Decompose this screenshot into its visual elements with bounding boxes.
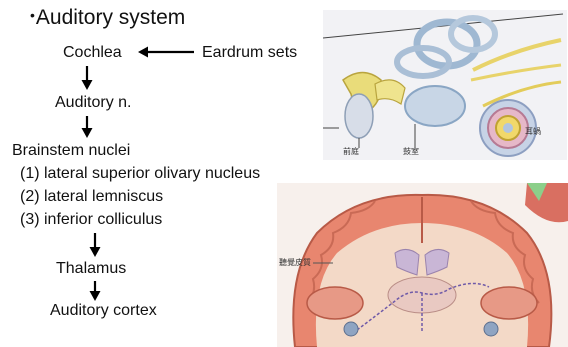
- node-cochlea: Cochlea: [63, 44, 122, 62]
- arrow-down-3: [88, 232, 102, 258]
- node-brainstem: Brainstem nuclei: [12, 142, 130, 160]
- arrow-down-4: [88, 280, 102, 302]
- arrow-down-1: [80, 65, 94, 91]
- slide-title-text: Auditory system: [36, 6, 185, 29]
- node-nucleus-3: (3) inferior colliculus: [20, 211, 162, 229]
- node-nucleus-1: (1) lateral superior olivary nucleus: [20, 165, 260, 183]
- brain-label-left: 聽覺皮質: [279, 257, 311, 268]
- brain-coronal-illustration: 聽覺皮質: [277, 183, 568, 347]
- ear-label-3: 耳蝸: [525, 126, 541, 137]
- node-thalamus: Thalamus: [56, 260, 126, 278]
- ear-label-1: 前庭: [343, 146, 359, 157]
- arrow-left-eardrum-to-cochlea: [136, 45, 196, 59]
- inner-ear-illustration: 前庭 鼓室 耳蝸: [323, 10, 567, 160]
- arrow-down-2: [80, 115, 94, 139]
- node-auditory-cortex: Auditory cortex: [50, 302, 157, 320]
- slide-title: •Auditory system: [30, 6, 185, 30]
- node-auditory-nerve: Auditory n.: [55, 94, 131, 112]
- bullet-dot: •: [30, 7, 35, 23]
- ear-label-2: 鼓室: [403, 146, 419, 157]
- node-nucleus-2: (2) lateral lemniscus: [20, 188, 163, 206]
- node-eardrum: Eardrum sets: [202, 44, 297, 62]
